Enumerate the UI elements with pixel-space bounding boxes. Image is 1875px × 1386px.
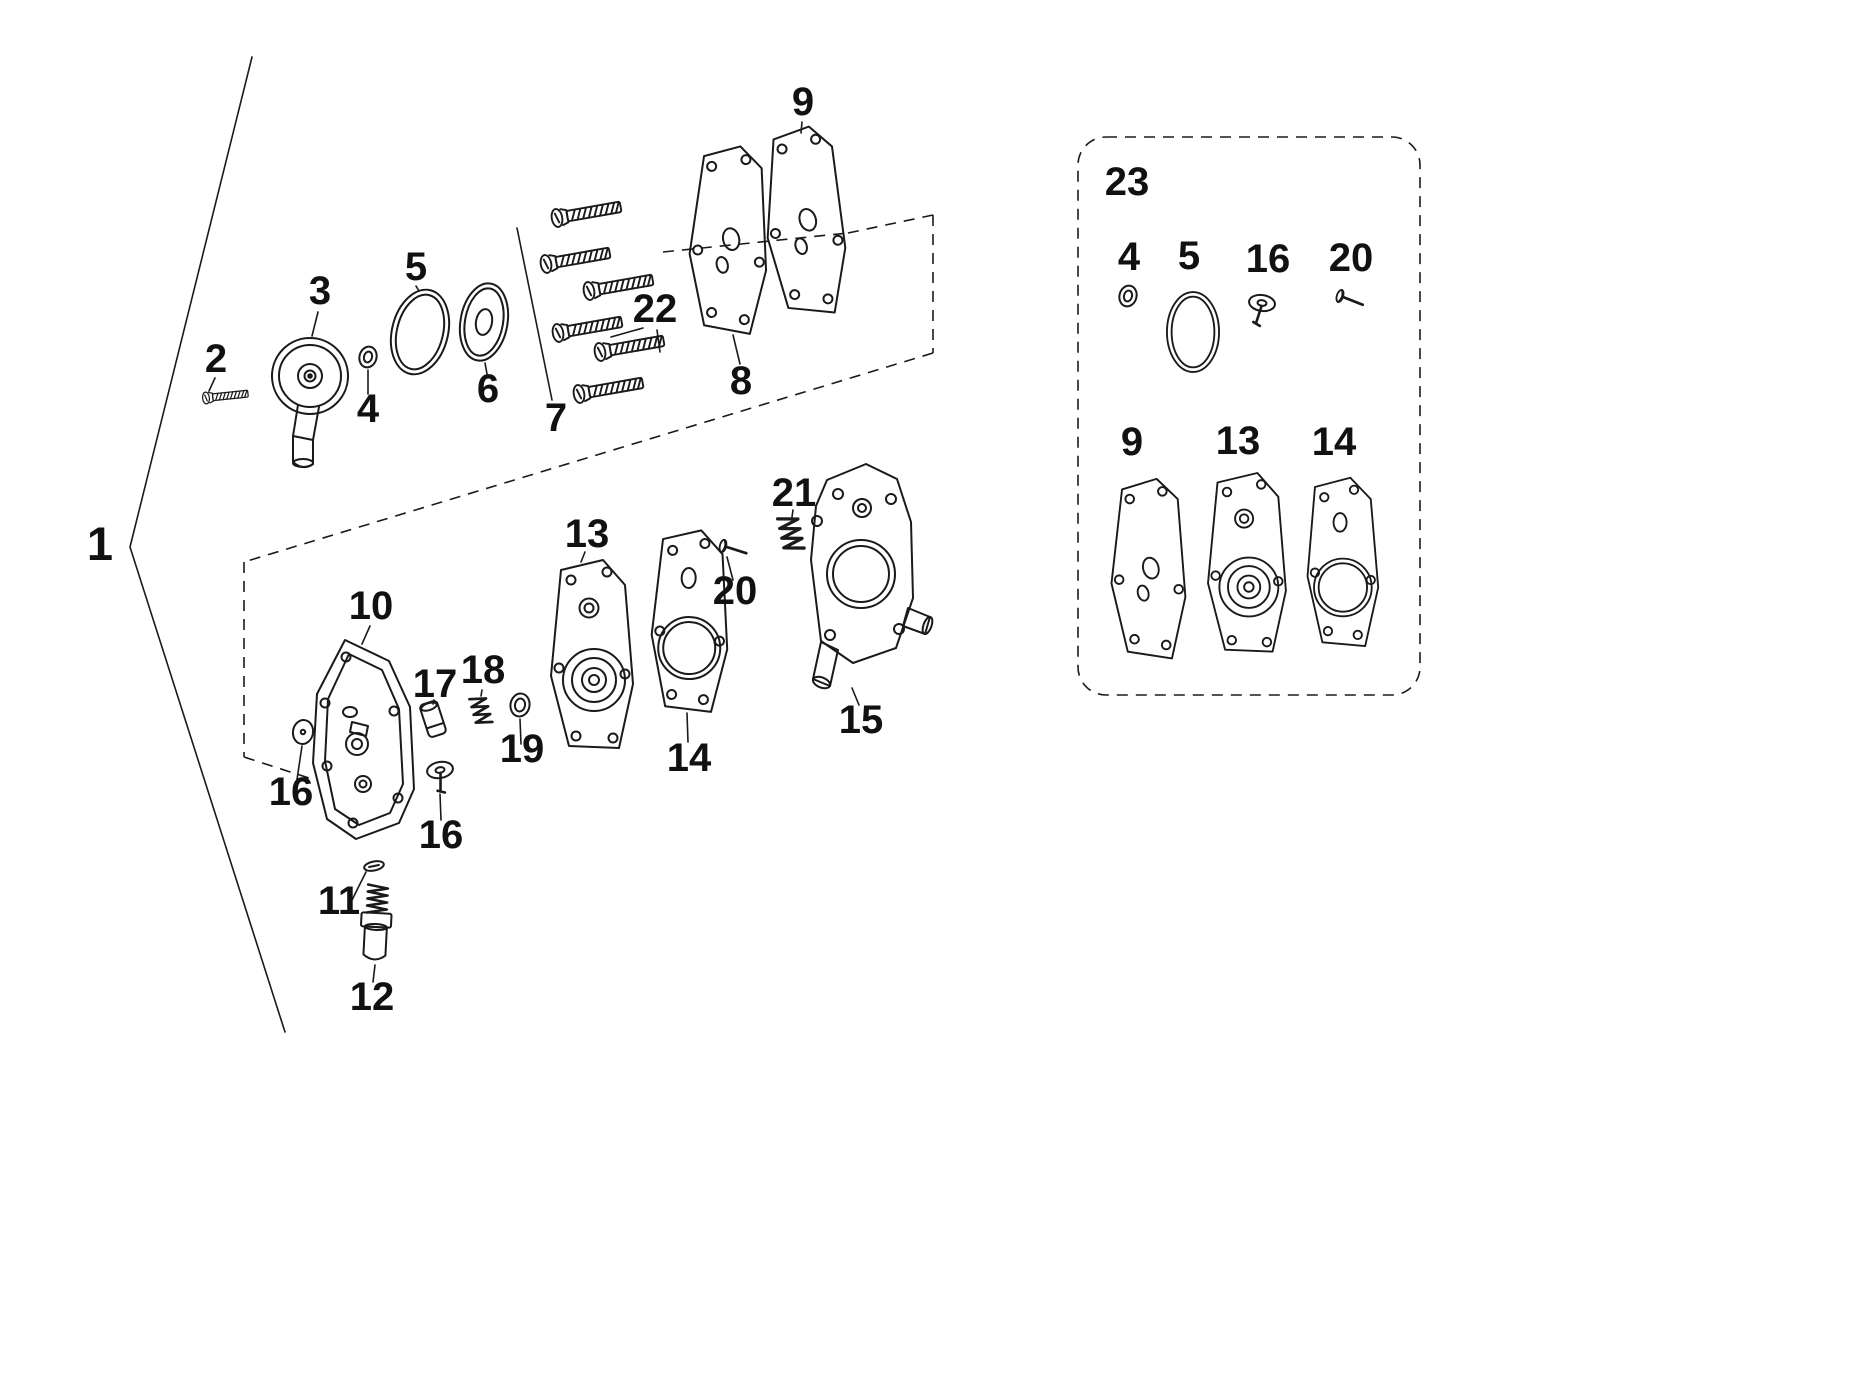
part-11-seal — [363, 860, 385, 872]
callout-part-3: 3 — [309, 269, 331, 313]
kit-part-14-gasket — [1306, 476, 1380, 647]
part-8-valve-plate — [685, 143, 772, 336]
kit-label-13: 13 — [1216, 419, 1261, 463]
callout-part-4: 4 — [357, 387, 380, 431]
pump-assembly-dashed-outline — [243, 214, 934, 780]
callout-part-15: 15 — [839, 698, 884, 742]
callout-part-13: 13 — [565, 512, 610, 556]
callout-part-10: 10 — [349, 584, 394, 628]
part-15-pump-housing — [810, 463, 934, 690]
callout-part-19: 19 — [500, 727, 545, 771]
part-16-check-valve-disc — [291, 719, 315, 745]
part-5-o-ring — [381, 282, 459, 382]
callout-part-18: 18 — [461, 648, 506, 692]
part-18-spring — [468, 693, 494, 728]
kit-label-16: 16 — [1246, 237, 1291, 281]
callout-part-16-left: 16 — [269, 770, 314, 814]
part-14-gasket — [648, 527, 733, 714]
part-16-check-valve — [424, 758, 459, 797]
callout-part-9: 9 — [792, 80, 814, 124]
callout-leader-lines — [208, 121, 860, 983]
kit-part-9-plate — [1110, 477, 1187, 660]
callout-part-1: 1 — [87, 517, 113, 570]
callout-part-6: 6 — [477, 367, 499, 411]
kit-label-23: 23 — [1105, 160, 1150, 204]
screw-icon — [592, 330, 667, 363]
callout-part-20: 20 — [713, 569, 758, 613]
kit-label-20: 20 — [1329, 236, 1374, 280]
screw-icon — [550, 311, 625, 344]
part-3-pump-cover — [271, 337, 349, 468]
assembly-boundary-line — [129, 56, 286, 1033]
kit-part-20-pin — [1333, 287, 1367, 311]
kit-part-5-o-ring — [1166, 291, 1220, 373]
kit-part-16-check-valve — [1244, 291, 1278, 329]
part-17-plunger — [419, 700, 447, 738]
part-12-inlet-fitting — [360, 883, 393, 961]
kit-label-14: 14 — [1312, 420, 1357, 464]
kit-label-9: 9 — [1121, 420, 1143, 464]
callout-part-2: 2 — [205, 337, 227, 381]
callout-part-5: 5 — [405, 245, 427, 289]
callout-part-17: 17 — [413, 662, 458, 706]
screw-icon — [538, 242, 613, 275]
part-21-spring — [776, 513, 806, 554]
part-19-ring — [509, 692, 531, 718]
kit-part-4-washer — [1116, 282, 1140, 310]
callout-part-8: 8 — [730, 359, 752, 403]
callout-part-7: 7 — [545, 396, 567, 440]
kit-label-4: 4 — [1118, 235, 1141, 279]
screw-icon — [549, 196, 624, 229]
part-4-washer — [356, 343, 380, 371]
callout-part-11: 11 — [318, 879, 360, 923]
part-10-pump-body — [312, 639, 415, 840]
callout-part-14: 14 — [667, 736, 712, 780]
part-6-diaphragm-cup — [458, 282, 510, 362]
screw-icon — [571, 372, 646, 405]
callout-part-21: 21 — [772, 471, 817, 515]
callout-part-22: 22 — [633, 287, 678, 331]
callout-part-16-lower: 16 — [419, 813, 464, 857]
kit-label-5: 5 — [1178, 234, 1200, 278]
service-kit-box — [1077, 136, 1421, 696]
kit-part-13-cover — [1207, 472, 1287, 653]
service-kit-parts — [1110, 282, 1380, 660]
callout-part-12: 12 — [350, 975, 395, 1019]
part-9-diaphragm-plate — [760, 124, 850, 317]
part-13-diaphragm-cover — [550, 559, 634, 749]
